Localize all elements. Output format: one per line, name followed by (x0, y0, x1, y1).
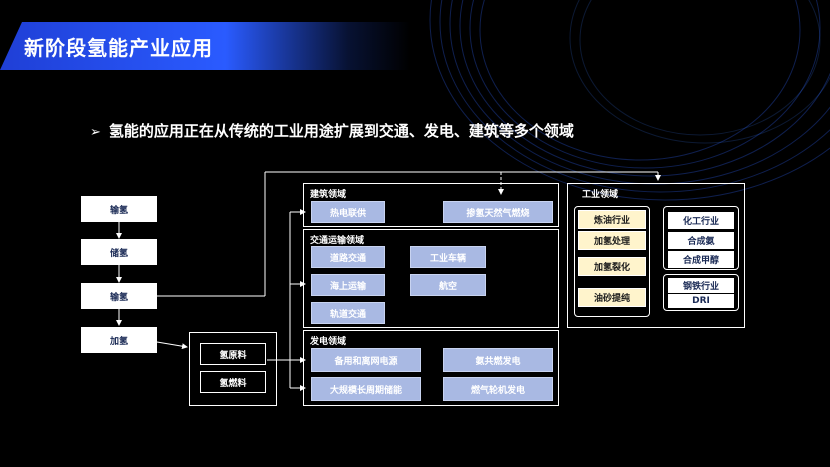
traffic-item-road: 道路交通 (311, 246, 385, 268)
transport-hydrogen-node: 输氢 (81, 196, 157, 222)
power-item-ammonia-cofiring: 氨共燃发电 (443, 348, 553, 372)
steel-item-dri-label: DRI (692, 296, 710, 306)
refining-item-oil-sands-label: 油砂提纯 (593, 294, 630, 304)
refining-item-hydrocracking: 加氢裂化 (578, 257, 646, 276)
building-item-blended-gas-label: 掺氢天然气燃烧 (466, 208, 530, 219)
building-item-chp-label: 热电联供 (329, 208, 366, 219)
traffic-item-maritime: 海上运输 (311, 274, 385, 296)
feed-frame (189, 332, 277, 406)
traffic-item-aviation-label: 航空 (438, 281, 457, 292)
power-item-storage-label: 大规模长周期储能 (329, 385, 402, 396)
steel-item-dri: DRI (668, 294, 734, 308)
industry-frame (567, 183, 745, 328)
refining-item-oil-sands: 油砂提纯 (578, 288, 646, 307)
delivery-hydrogen-label: 输氢 (109, 292, 128, 303)
refuel-hydrogen-label: 加氢 (109, 336, 128, 347)
power-item-storage: 大规模长周期储能 (311, 377, 421, 401)
storage-hydrogen-label: 储氢 (109, 248, 128, 259)
chemical-group (663, 206, 739, 270)
power-item-backup-label: 备用和离网电源 (334, 356, 398, 367)
title-banner (0, 22, 410, 70)
power-frame-label: 发电领域 (310, 337, 347, 347)
building-item-chp: 热电联供 (311, 201, 385, 223)
page-title: 新阶段氢能产业应用 (24, 36, 213, 60)
traffic-item-industrial-vehicles: 工业车辆 (410, 246, 486, 268)
steel-item-industry: 钢铁行业 (668, 278, 734, 293)
subtitle-text: 氢能的应用正在从传统的工业用途扩展到交通、发电、建筑等多个领域 (108, 122, 574, 140)
traffic-item-rail-label: 轨道交通 (329, 309, 366, 320)
traffic-item-aviation: 航空 (410, 274, 486, 296)
chemical-item-industry: 化工行业 (668, 212, 734, 229)
refining-item-hydrotreating-label: 加氢处理 (593, 237, 630, 247)
refuel-hydrogen-node: 加氢 (81, 327, 157, 353)
chemical-item-methanol-label: 合成甲醇 (682, 256, 719, 266)
power-item-ammonia-cofiring-label: 氨共燃发电 (475, 356, 521, 367)
chemical-item-methanol: 合成甲醇 (668, 251, 734, 268)
traffic-item-industrial-vehicles-label: 工业车辆 (429, 253, 466, 264)
hydrogen-fuel-label: 氢燃料 (219, 378, 247, 389)
traffic-item-maritime-label: 海上运输 (329, 281, 366, 292)
traffic-frame-label: 交通运输领域 (310, 236, 365, 246)
transport-hydrogen-label: 输氢 (109, 205, 128, 216)
delivery-hydrogen-node: 输氢 (81, 283, 157, 309)
power-item-gas-turbine-label: 燃气轮机发电 (470, 385, 525, 396)
refining-item-refinery-label: 炼油行业 (593, 216, 630, 226)
steel-group (663, 274, 739, 311)
traffic-item-road-label: 道路交通 (329, 253, 366, 264)
refining-item-refinery: 炼油行业 (578, 210, 646, 229)
chemical-item-industry-label: 化工行业 (682, 217, 719, 227)
refining-group (574, 206, 650, 317)
power-item-backup: 备用和离网电源 (311, 348, 421, 372)
building-frame (303, 183, 559, 227)
building-frame-label: 建筑领域 (310, 190, 347, 200)
chemical-item-ammonia-label: 合成氨 (687, 237, 715, 247)
traffic-frame (303, 229, 559, 328)
hydrogen-raw-material-node: 氢原料 (200, 343, 266, 365)
steel-item-industry-label: 钢铁行业 (682, 282, 719, 292)
chemical-item-ammonia: 合成氨 (668, 232, 734, 249)
storage-hydrogen-node: 储氢 (81, 239, 157, 265)
industry-frame-label: 工业领域 (582, 190, 619, 200)
subtitle: ➢ 氢能的应用正在从传统的工业用途扩展到交通、发电、建筑等多个领域 (90, 120, 574, 141)
refining-item-hydrotreating: 加氢处理 (578, 231, 646, 250)
hydrogen-raw-material-label: 氢原料 (219, 350, 247, 361)
refining-item-hydrocracking-label: 加氢裂化 (593, 263, 630, 273)
hydrogen-fuel-node: 氢燃料 (200, 371, 266, 393)
power-frame (303, 330, 559, 406)
bullet-arrow-icon: ➢ (90, 125, 101, 140)
power-item-gas-turbine: 燃气轮机发电 (443, 377, 553, 401)
building-item-blended-gas: 掺氢天然气燃烧 (443, 201, 553, 223)
traffic-item-rail: 轨道交通 (311, 302, 385, 324)
